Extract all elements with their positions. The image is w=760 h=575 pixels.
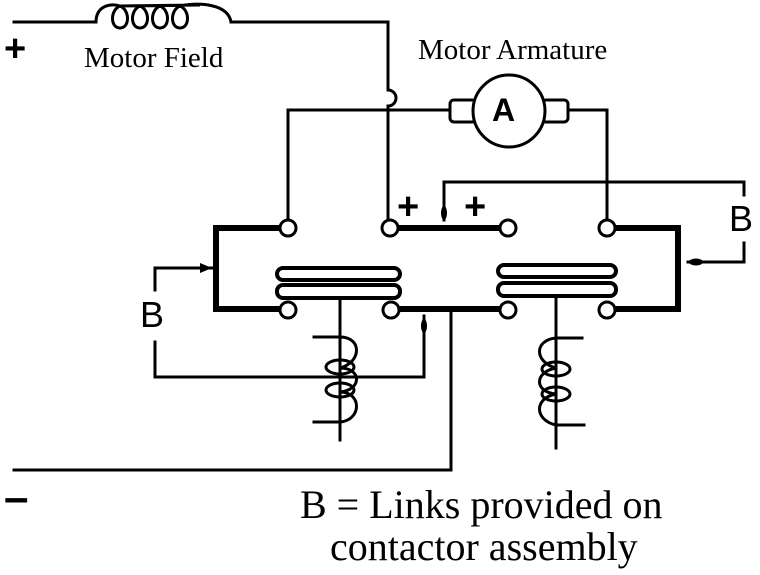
link-connectors — [200, 206, 703, 333]
positive-terminal-label: + — [4, 28, 27, 70]
motor-field-wire — [12, 20, 398, 222]
plus-label-right: + — [464, 186, 487, 228]
armature-symbol: A — [492, 92, 516, 128]
motor-armature-icon — [448, 73, 570, 149]
contactor-left-bars — [275, 266, 402, 300]
negative-terminal-label: – — [4, 473, 29, 522]
link-b-left-wire — [12, 266, 453, 472]
motor-armature-label: Motor Armature — [418, 34, 608, 66]
link-b-right-label: B — [729, 198, 754, 239]
legend-line-2: contactor assembly — [330, 524, 638, 569]
contactor-terminals — [278, 218, 617, 320]
armature-wire — [286, 108, 746, 264]
coil-right-icon — [538, 294, 586, 450]
plus-label-left: + — [397, 186, 420, 228]
link-b-left-label: B — [140, 294, 165, 335]
contactor-bus — [213, 225, 681, 312]
coil-left-icon — [312, 296, 358, 442]
motor-field-inductor-icon — [94, 2, 233, 30]
legend-line-1: B = Links provided on — [300, 482, 663, 527]
contactor-right-bars — [496, 263, 618, 298]
motor-field-label: Motor Field — [84, 42, 224, 74]
